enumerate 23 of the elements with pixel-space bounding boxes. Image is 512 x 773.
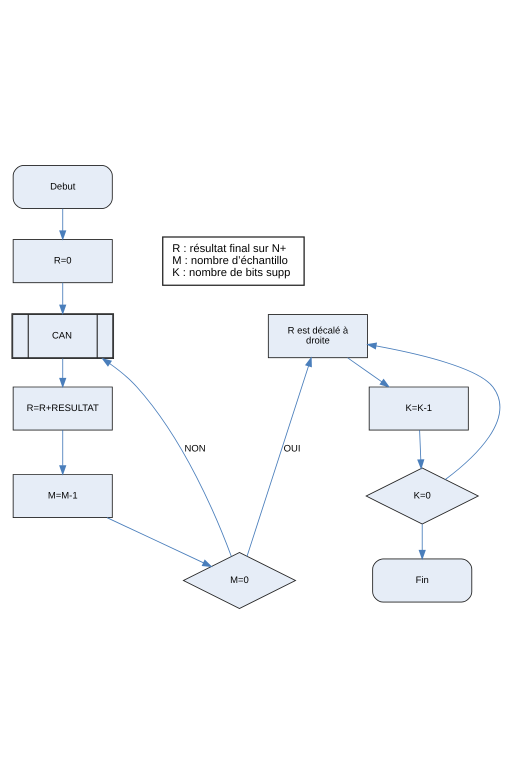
node-diamond: K=0	[365, 467, 480, 524]
arrow	[246, 356, 312, 556]
arrow	[347, 356, 390, 388]
arrow	[366, 342, 500, 480]
arrow	[59, 429, 66, 476]
node-box: R=R+RESULTAT	[12, 386, 113, 430]
arrow	[59, 358, 66, 388]
arrow	[101, 357, 232, 556]
node-box: R est décalé à droite	[268, 314, 368, 358]
arrow	[59, 282, 66, 314]
edge-label: OUI	[284, 442, 300, 454]
node-box: K=K-1	[368, 386, 469, 430]
arrow	[106, 516, 213, 567]
edge-label: NON	[184, 442, 206, 454]
arrow	[59, 208, 66, 240]
node-box: R=0	[12, 238, 113, 283]
node-box: M=M-1	[12, 474, 113, 518]
node-box: R : résultat final sur N+ M : nombre d’échantillo K : nombre de bits supp	[162, 236, 305, 286]
node-box: Debut	[12, 164, 113, 208]
node-diamond: M=0	[182, 552, 296, 609]
arrow	[417, 429, 424, 470]
arrow	[418, 523, 426, 560]
node-box: Fin	[372, 558, 472, 602]
